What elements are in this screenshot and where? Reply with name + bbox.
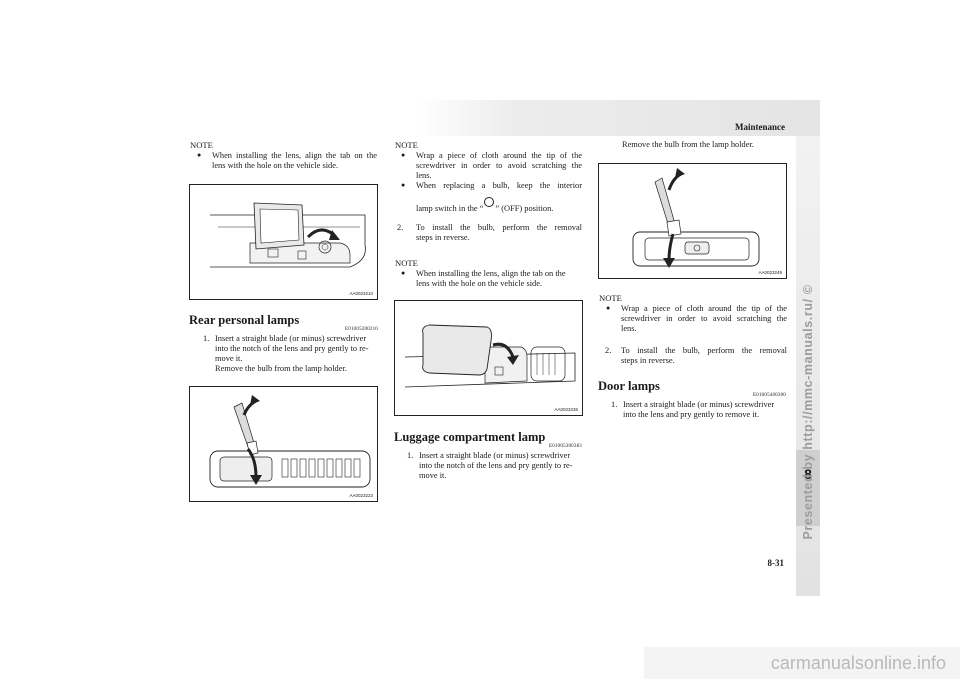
step-text: To install the bulb, perform the removal… [621, 346, 787, 366]
note-text: When installing the lens, align the tab … [212, 151, 377, 170]
step-text: Insert a straight blade (or minus) screw… [419, 451, 583, 481]
chapter-tab [796, 450, 820, 526]
step-line: Insert a straight blade (or minus) screw… [419, 451, 571, 460]
intro-text: Remove the bulb from the lamp holder. [622, 140, 754, 149]
door-lamps-heading: Door lamps [598, 379, 660, 393]
note-label: NOTE [395, 140, 418, 150]
note-text: When replacing a bulb, keep the interior… [416, 181, 582, 214]
rear-lamp-illustration [209, 395, 371, 488]
luggage-bulb-illustration [632, 168, 760, 268]
section-code: E01005400300 [753, 393, 786, 398]
step-line: Remove the bulb from the lamp holder. [215, 364, 347, 373]
page-number: 8-31 [767, 558, 785, 568]
figure-rear-lamp-removal: AA0023223 [189, 386, 378, 502]
section-code: E01005300383 [549, 444, 582, 449]
figure-luggage-bulb-removal: AA0023249 [598, 163, 787, 279]
watermark: Presented by http://mmc-manuals.ru/ © [801, 284, 815, 540]
figure-luggage-lens-install: AA0023236 [394, 300, 583, 416]
note-line: lens. [416, 171, 432, 180]
note-label: NOTE [599, 293, 622, 303]
figure-code: AA0023249 [758, 270, 782, 275]
note-line: Wrap a piece of cloth around the tip of … [621, 304, 787, 313]
step-line: steps in reverse. [416, 233, 470, 242]
note-line: When replacing a bulb, keep the interior [416, 181, 582, 190]
note-fragment: lamp switch in the “ [416, 204, 484, 213]
section-title: Maintenance [735, 122, 785, 132]
figure-code: AA0023210 [349, 291, 373, 296]
section-code: E01005200210 [345, 327, 378, 332]
rear-lamps-heading: Rear personal lamps [189, 313, 300, 327]
bullet-icon: ● [401, 182, 406, 189]
off-symbol-icon [484, 197, 495, 207]
luggage-lamp-heading: Luggage compartment lamp [394, 430, 546, 444]
note-text: Wrap a piece of cloth around the tip of … [621, 304, 787, 334]
step-number: 1. [203, 334, 210, 343]
figure-code: AA0023236 [554, 407, 578, 412]
header-band [416, 100, 820, 136]
bullet-icon: ● [197, 152, 202, 159]
step-number: 2. [397, 223, 404, 232]
step-line: into the notch of the lens and pry gentl… [215, 344, 369, 353]
step-text: To install the bulb, perform the removal… [416, 223, 582, 243]
note-label: NOTE [395, 258, 418, 268]
note-line: lamp switch in the “ ” (OFF) position. [416, 197, 582, 214]
note-line: Wrap a piece of cloth around the tip of … [416, 151, 582, 160]
chapter-number: 8 [804, 466, 812, 482]
figure-lens-install: AA0023210 [189, 184, 378, 300]
step-line: into the notch of the lens and pry gentl… [419, 461, 573, 470]
step-line: move it. [419, 471, 447, 480]
note-line: screwdriver in order to avoid scratching… [416, 161, 582, 170]
step-number: 1. [407, 451, 414, 460]
step-text: Insert a straight blade (or minus) screw… [215, 334, 378, 374]
note-line: When installing the lens, align the tab … [416, 269, 566, 278]
luggage-lens-illustration [404, 324, 576, 388]
step-line: steps in reverse. [621, 356, 675, 365]
step-number: 2. [605, 346, 612, 355]
note-label: NOTE [190, 140, 213, 150]
bullet-icon: ● [401, 152, 406, 159]
note-line: lens. [621, 324, 637, 333]
step-line: To install the bulb, perform the removal [621, 346, 787, 355]
note-fragment: ” (OFF) position. [495, 204, 554, 213]
note-line: screwdriver in order to avoid scratching… [621, 314, 787, 323]
note-text: Wrap a piece of cloth around the tip of … [416, 151, 582, 181]
step-line: To install the bulb, perform the removal [416, 223, 582, 232]
bullet-icon: ● [606, 305, 611, 312]
figure-code: AA0023223 [349, 493, 373, 498]
step-line: Insert a straight blade (or minus) screw… [215, 334, 367, 343]
note-text: When installing the lens, align the tab … [416, 269, 582, 289]
step-line: Insert a straight blade (or minus) screw… [623, 400, 775, 409]
step-line: move it. [215, 354, 243, 363]
lens-install-illustration [210, 202, 366, 268]
footer-logo: carmanualsonline.info [644, 647, 960, 679]
step-number: 1. [611, 400, 618, 409]
step-text: Insert a straight blade (or minus) screw… [623, 400, 789, 420]
bullet-icon: ● [401, 270, 406, 277]
step-line: into the lens and pry gently to remove i… [623, 410, 760, 419]
note-line: lens with the hole on the vehicle side. [416, 279, 543, 288]
